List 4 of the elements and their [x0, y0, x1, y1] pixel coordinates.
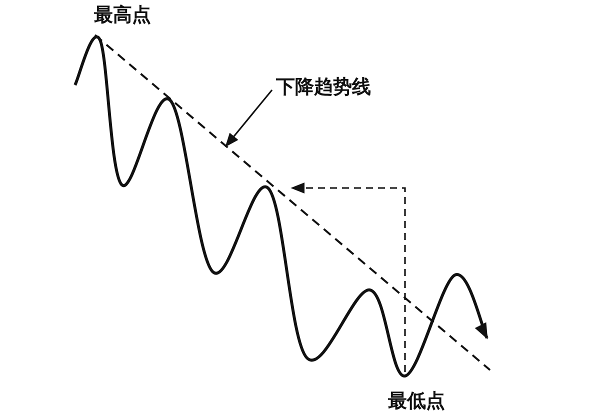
callout-text: 下降趋势线 [276, 78, 371, 97]
point-label: 最低点 [388, 392, 445, 411]
point-label: 最高点 [94, 6, 151, 25]
leader-line [225, 90, 273, 148]
